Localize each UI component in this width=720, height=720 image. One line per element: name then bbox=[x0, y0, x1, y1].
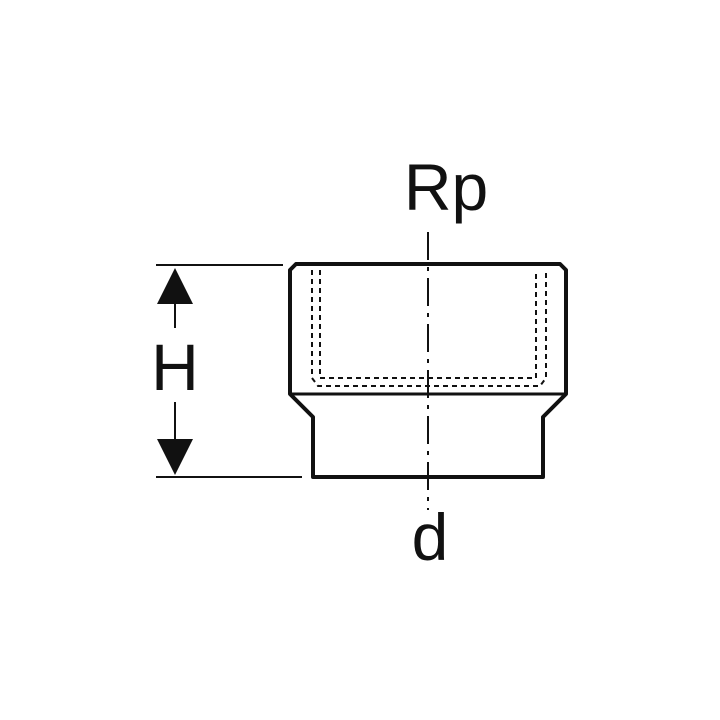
thread-label: Rp bbox=[404, 150, 488, 224]
arrow-up-icon bbox=[157, 268, 193, 304]
hidden-thread-bore-inner bbox=[319, 270, 537, 379]
arrow-down-icon bbox=[157, 439, 193, 475]
diameter-label: d bbox=[412, 500, 449, 574]
fitting-outline bbox=[288, 262, 568, 479]
hidden-thread-bore bbox=[311, 270, 547, 387]
height-label: H bbox=[151, 330, 199, 404]
